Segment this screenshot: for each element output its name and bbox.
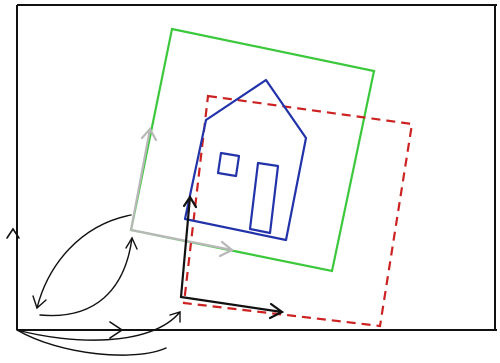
world-frame bbox=[6, 227, 124, 339]
local-x-axis bbox=[179, 295, 284, 314]
gray-x-arrow-icon bbox=[218, 240, 235, 258]
world-x-arrow-icon bbox=[109, 321, 124, 339]
local-x-arrow-icon bbox=[268, 302, 285, 320]
intermediate-frame-gray bbox=[129, 127, 235, 258]
house-outline bbox=[183, 78, 308, 242]
gray-y-axis bbox=[129, 127, 152, 232]
local-y-axis bbox=[179, 195, 192, 299]
gray-x-axis bbox=[129, 228, 234, 252]
local-y-arrow-icon bbox=[182, 194, 198, 209]
curve-arrow-icon bbox=[125, 236, 138, 250]
gray-y-arrow-icon bbox=[140, 127, 158, 142]
red-dashed-square bbox=[182, 94, 414, 328]
curve-world-to-local bbox=[16, 311, 181, 341]
curve-world-to-gray bbox=[39, 237, 133, 317]
local-frame-black bbox=[179, 194, 285, 320]
curve-arrow-icon bbox=[169, 311, 181, 323]
green-square bbox=[129, 27, 376, 273]
house-window bbox=[216, 151, 241, 178]
transform-curve-arrows bbox=[16, 214, 181, 356]
curve-arrow-icon bbox=[32, 295, 47, 310]
outer-border bbox=[16, 4, 497, 331]
house bbox=[183, 78, 308, 242]
curve-to-world-up bbox=[36, 214, 132, 309]
world-y-arrow-icon bbox=[6, 227, 20, 239]
curve-lower bbox=[16, 329, 167, 356]
house-door bbox=[248, 161, 280, 235]
